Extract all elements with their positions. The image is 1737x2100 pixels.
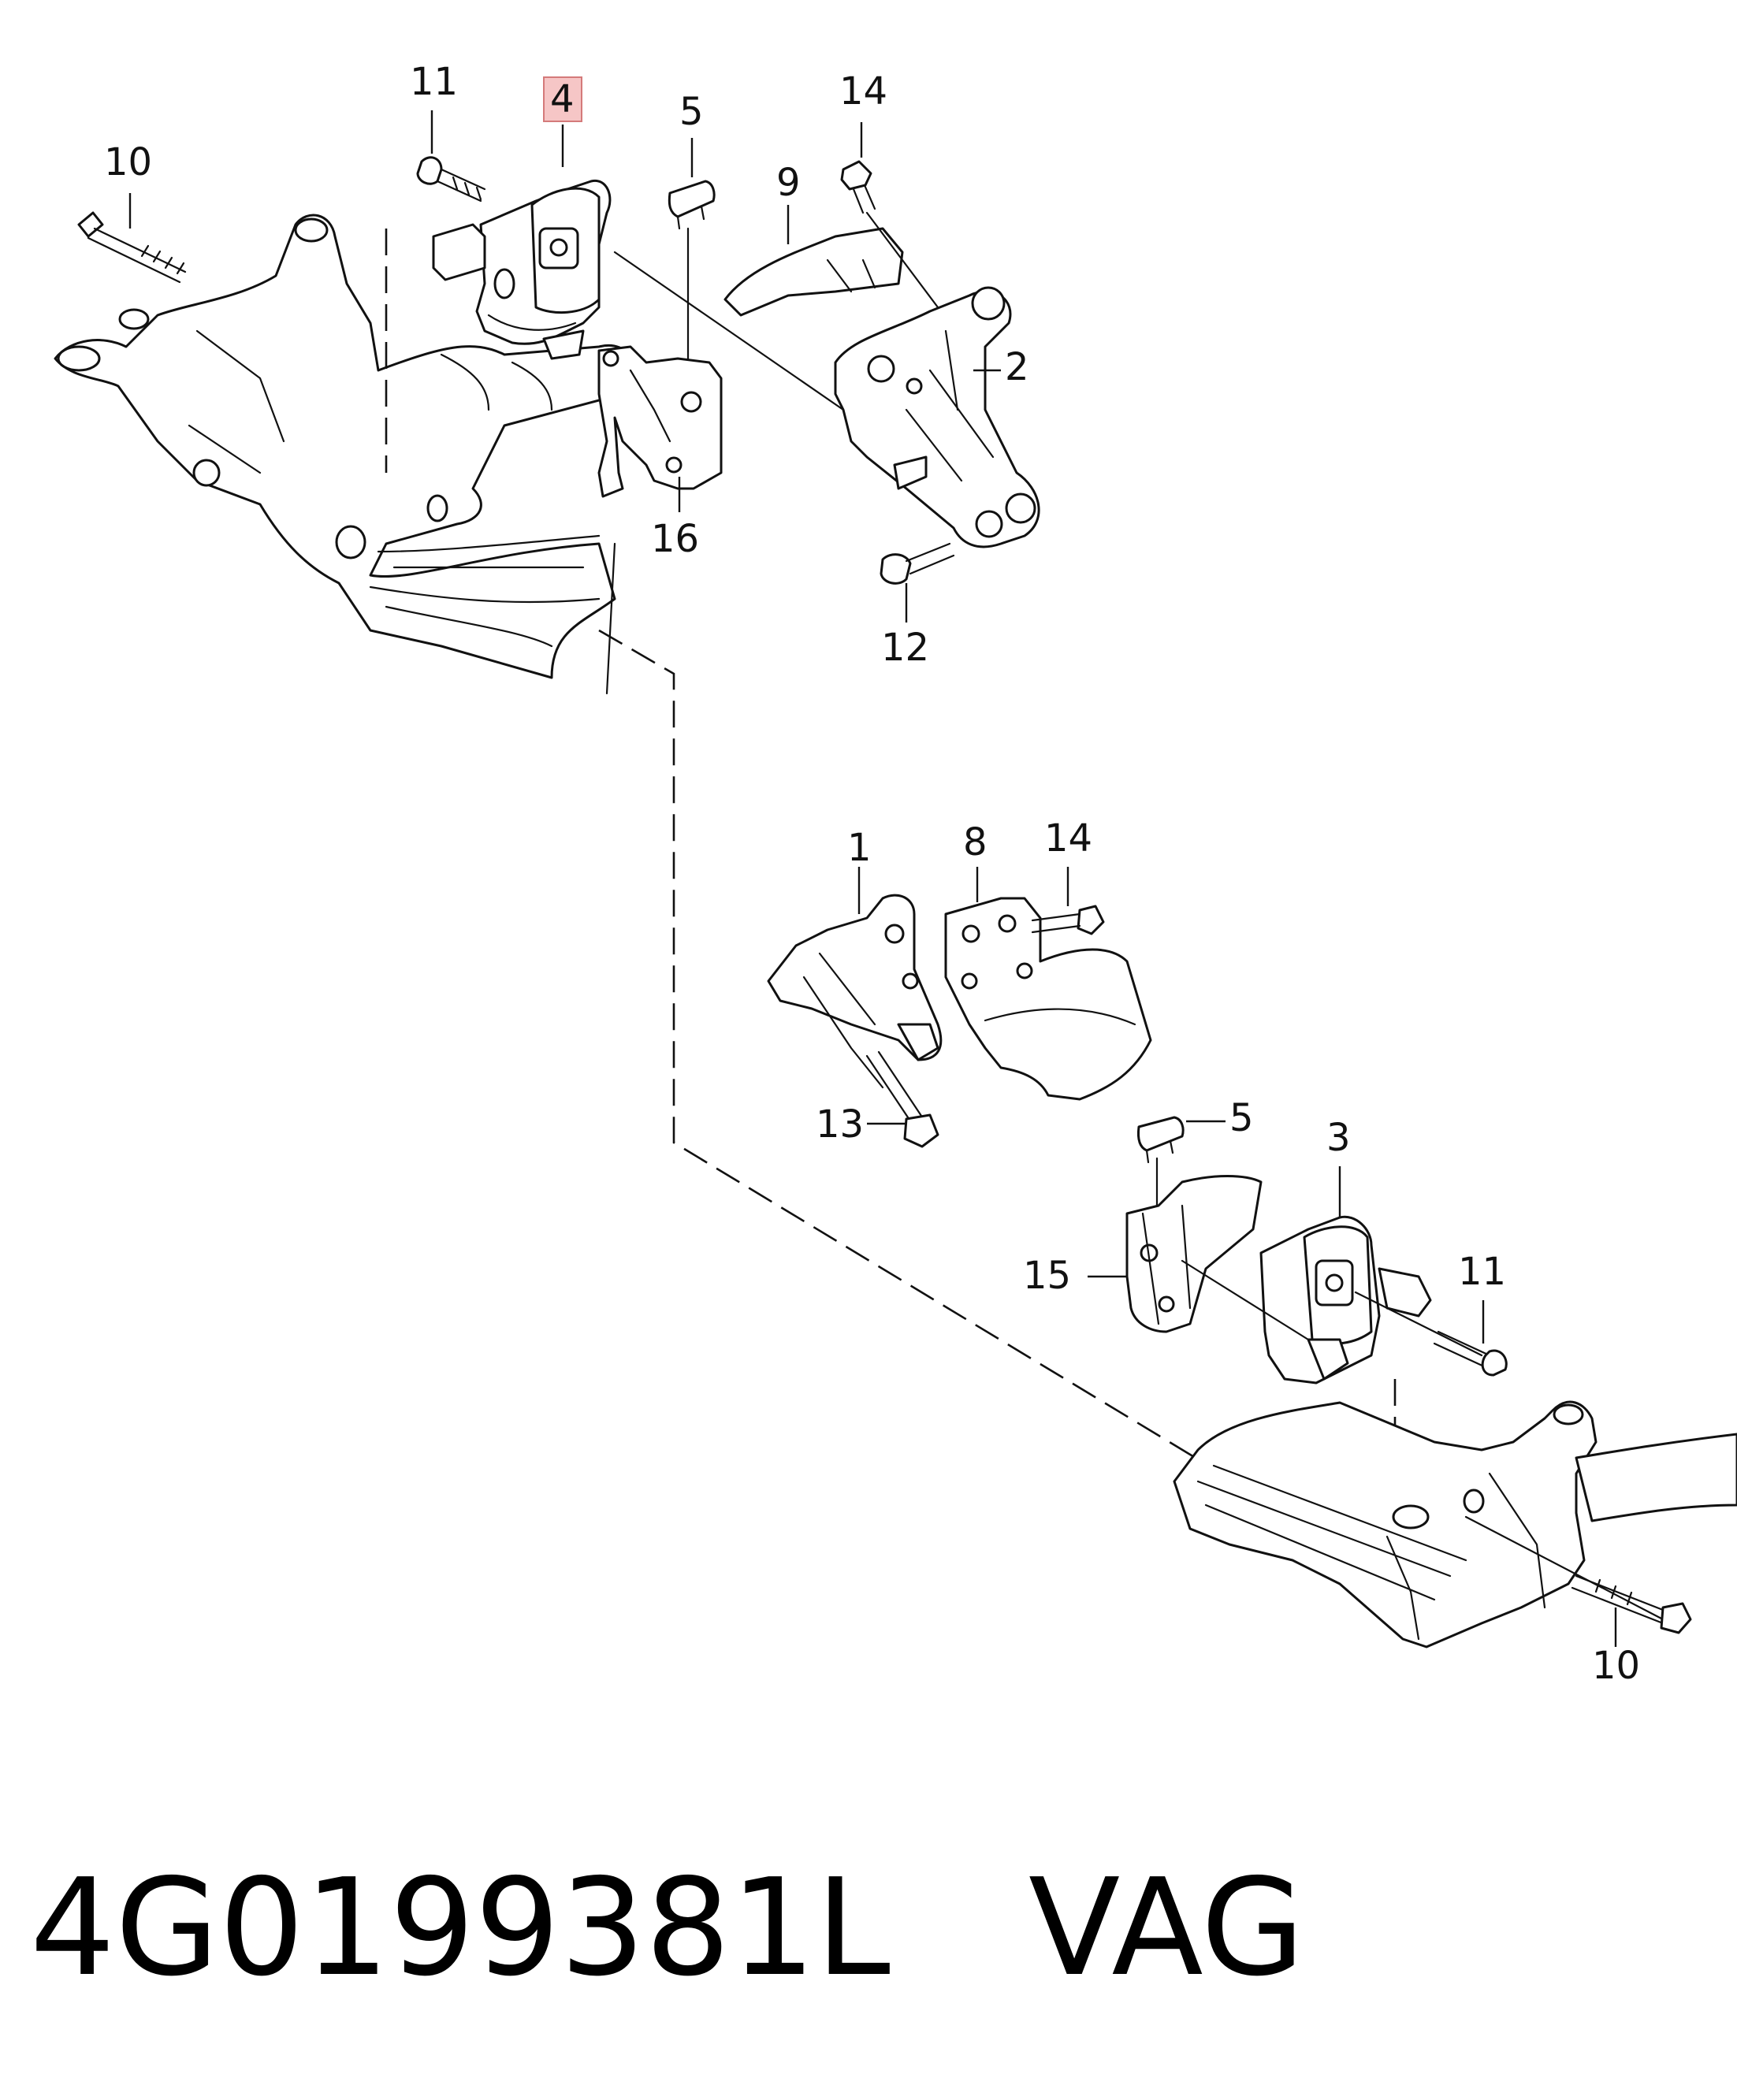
callout-label: 3 — [1326, 1116, 1351, 1160]
callout-label: 10 — [1592, 1644, 1640, 1688]
callout-label: 14 — [1044, 816, 1092, 860]
bracket-15 — [1088, 1175, 1263, 1333]
callout-label: 16 — [651, 517, 699, 561]
heat-shield-9 — [723, 205, 904, 317]
callout-label: 11 — [410, 60, 458, 104]
heat-shield-8 — [944, 867, 1152, 1101]
callout-label: 9 — [776, 161, 801, 205]
bolt-14-lower — [1031, 867, 1105, 935]
engine-mount-4 — [432, 179, 612, 360]
transmission-mount-3 — [1181, 1166, 1432, 1385]
callout-label: 10 — [104, 140, 152, 184]
bolt-14-upper — [840, 122, 939, 309]
stop-5-lower — [1136, 1116, 1226, 1215]
part-number: 4G0199381L — [30, 1850, 891, 2006]
callout-label: 14 — [839, 69, 887, 113]
callout-label-highlighted: 4 — [550, 77, 575, 121]
bolt-12 — [880, 542, 955, 623]
brand-name: VAG — [1028, 1850, 1304, 2006]
bolt-13 — [865, 1050, 939, 1148]
callout-label: 11 — [1458, 1250, 1506, 1294]
bracket-1 — [767, 867, 943, 1089]
callout-label: 2 — [1005, 345, 1029, 389]
callout-label: 15 — [1023, 1254, 1071, 1298]
subframe-upper — [54, 214, 635, 695]
callout-label: 12 — [881, 626, 929, 670]
callout-label: 8 — [963, 820, 988, 864]
bolt-10-lower — [1464, 1515, 1692, 1647]
callout-label: 5 — [679, 90, 704, 134]
bracket-16 — [597, 345, 723, 512]
carrier-bracket-2 — [613, 251, 1040, 548]
bolt-10-upper — [77, 193, 187, 284]
subframe-lower — [1173, 1400, 1737, 1648]
bolt-11-lower — [1354, 1291, 1508, 1377]
bolt-11-upper — [416, 110, 486, 203]
assembly-path-upper — [385, 229, 1222, 1475]
highlight-box — [543, 76, 582, 122]
callout-label: 5 — [1229, 1096, 1254, 1140]
callout-label: 13 — [816, 1102, 864, 1147]
stop-5-upper — [668, 138, 716, 360]
callout-label: 1 — [847, 826, 872, 870]
